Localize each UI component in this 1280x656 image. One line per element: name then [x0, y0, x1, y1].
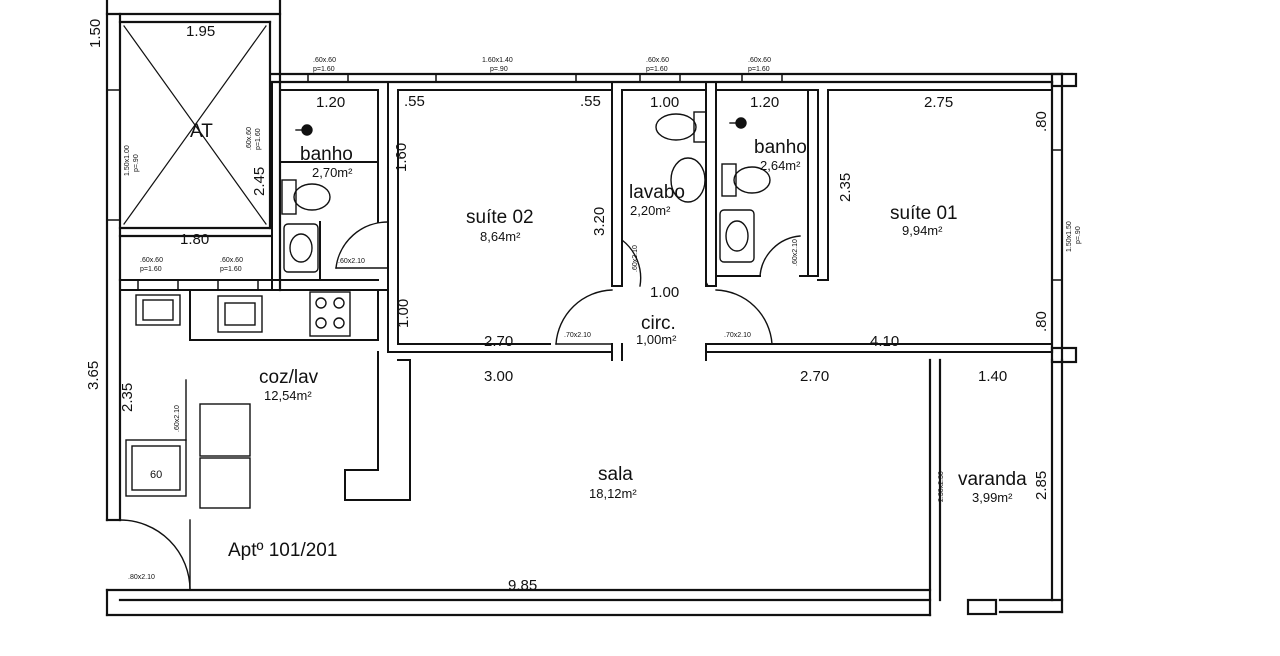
- dim-shaft-top: 1.95: [186, 23, 216, 40]
- win-kitchen-a-sill: p=1.60: [140, 266, 162, 273]
- dim-varanda-depth: 2.85: [1033, 470, 1050, 500]
- door-banho2-size: .60x2.10: [338, 258, 365, 265]
- win-shaft-right-sill: p=1.60: [255, 128, 262, 150]
- win-banho1-sill: p=1.60: [748, 66, 770, 73]
- room-label-sala: sala: [598, 464, 633, 485]
- win-suite02-sill: p=.90: [490, 66, 508, 73]
- room-label-circ: circ.: [641, 313, 676, 334]
- dim-suite01-depth: 2.35: [837, 172, 854, 202]
- dim-total-width: 9.85: [508, 577, 538, 594]
- dim-suite02-top-left: .55: [404, 93, 425, 110]
- dim-shaft-top-left: 1.50: [87, 18, 104, 48]
- door-kitchen-size: .60x2.10: [174, 405, 181, 432]
- dim-sala-right: 2.70: [800, 368, 830, 385]
- dim-varanda-width: 1.40: [978, 368, 1008, 385]
- doors: [119, 221, 801, 591]
- shaft-cross: [123, 25, 267, 225]
- door-suite01-size: .70x2.10: [724, 332, 751, 339]
- room-area-circ: 1,00m²: [636, 332, 677, 347]
- win-lavabo-sill: p=1.60: [646, 66, 668, 73]
- room-label-banho2: banho: [300, 144, 353, 165]
- room-area-kitchen: 12,54m²: [264, 388, 312, 403]
- win-banho1-size: .60x.60: [748, 57, 771, 64]
- shaft-label: AT: [190, 121, 213, 142]
- room-area-banho2: 2,70m²: [312, 165, 353, 180]
- win-kitchen-b-sill: p=1.60: [220, 266, 242, 273]
- dim-suite02-top-right: .55: [580, 93, 601, 110]
- dim-suite01-bottom: 4.10: [870, 333, 900, 350]
- dim-shaft-side: 2.45: [251, 166, 268, 196]
- room-label-kitchen: coz/lav: [259, 367, 319, 388]
- room-area-suite01: 9,94m²: [902, 223, 943, 238]
- room-label-banho1: banho: [754, 137, 807, 158]
- win-shaft-left-size: 1.50x1.00: [124, 145, 131, 176]
- room-label-lavabo: lavabo: [629, 182, 685, 203]
- room-label-suite02: suíte 02: [466, 207, 534, 228]
- door-banho1-size: .60x2.10: [792, 239, 799, 266]
- dim-banho1-width: 1.20: [750, 94, 780, 111]
- win-banho2-size: .60x.60: [313, 57, 336, 64]
- win-suite01-sill: p=.90: [1075, 226, 1082, 244]
- dim-kitchen-side: 2.35: [119, 382, 136, 412]
- dim-sala-left: 3.00: [484, 368, 514, 385]
- dim-banho2-width: 1.20: [316, 94, 346, 111]
- dim-lavabo-width: 1.00: [650, 94, 680, 111]
- door-entry-size: .80x2.10: [128, 574, 155, 581]
- win-lavabo-size: .60x.60: [646, 57, 669, 64]
- dim-kitchen-short: 60: [150, 469, 163, 481]
- dim-suite02-depth: 1.60: [393, 142, 410, 172]
- room-label-suite01: suíte 01: [890, 203, 958, 224]
- dim-suite02-bottom: 2.70: [484, 333, 514, 350]
- win-shaft-left-sill: p=.90: [133, 154, 140, 172]
- win-suite02-size: 1.60x1.40: [482, 57, 513, 64]
- win-kitchen-b-size: .60x.60: [220, 257, 243, 264]
- dim-suite02-lower-left: 1.00: [395, 298, 412, 328]
- win-shaft-right-size: .60x.60: [246, 127, 253, 150]
- win-kitchen-a-size: .60x.60: [140, 257, 163, 264]
- room-area-varanda: 3,99m²: [972, 490, 1013, 505]
- door-suite02-size: .70x2.10: [564, 332, 591, 339]
- room-area-banho1: 2,64m²: [760, 158, 801, 173]
- win-banho2-sill: p=1.60: [313, 66, 335, 73]
- room-label-varanda: varanda: [958, 469, 1027, 490]
- win-suite01-size: 1.50x1.50: [1066, 221, 1073, 252]
- room-area-lavabo: 2,20m²: [630, 203, 671, 218]
- room-area-sala: 18,12m²: [589, 486, 637, 501]
- exterior-walls: [105, 0, 1078, 617]
- dim-suite01-width: 2.75: [924, 94, 954, 111]
- dim-suite01-right-bottom: .80: [1033, 311, 1050, 332]
- door-varanda-size: 2.30x2.30: [938, 471, 945, 502]
- dim-shaft-bottom: 1.80: [180, 231, 210, 248]
- fixtures: [125, 111, 771, 509]
- room-area-suite02: 8,64m²: [480, 229, 521, 244]
- dim-suite01-right-top: .80: [1033, 111, 1050, 132]
- plan-title: Aptº 101/201: [228, 540, 338, 561]
- dim-suite02-right: 3.20: [591, 206, 608, 236]
- door-lavabo-size: .60x2.10: [632, 245, 639, 272]
- dim-kitchen-depth: 3.65: [85, 360, 102, 390]
- windows: [106, 73, 1063, 291]
- dim-circ-width: 1.00: [650, 284, 680, 301]
